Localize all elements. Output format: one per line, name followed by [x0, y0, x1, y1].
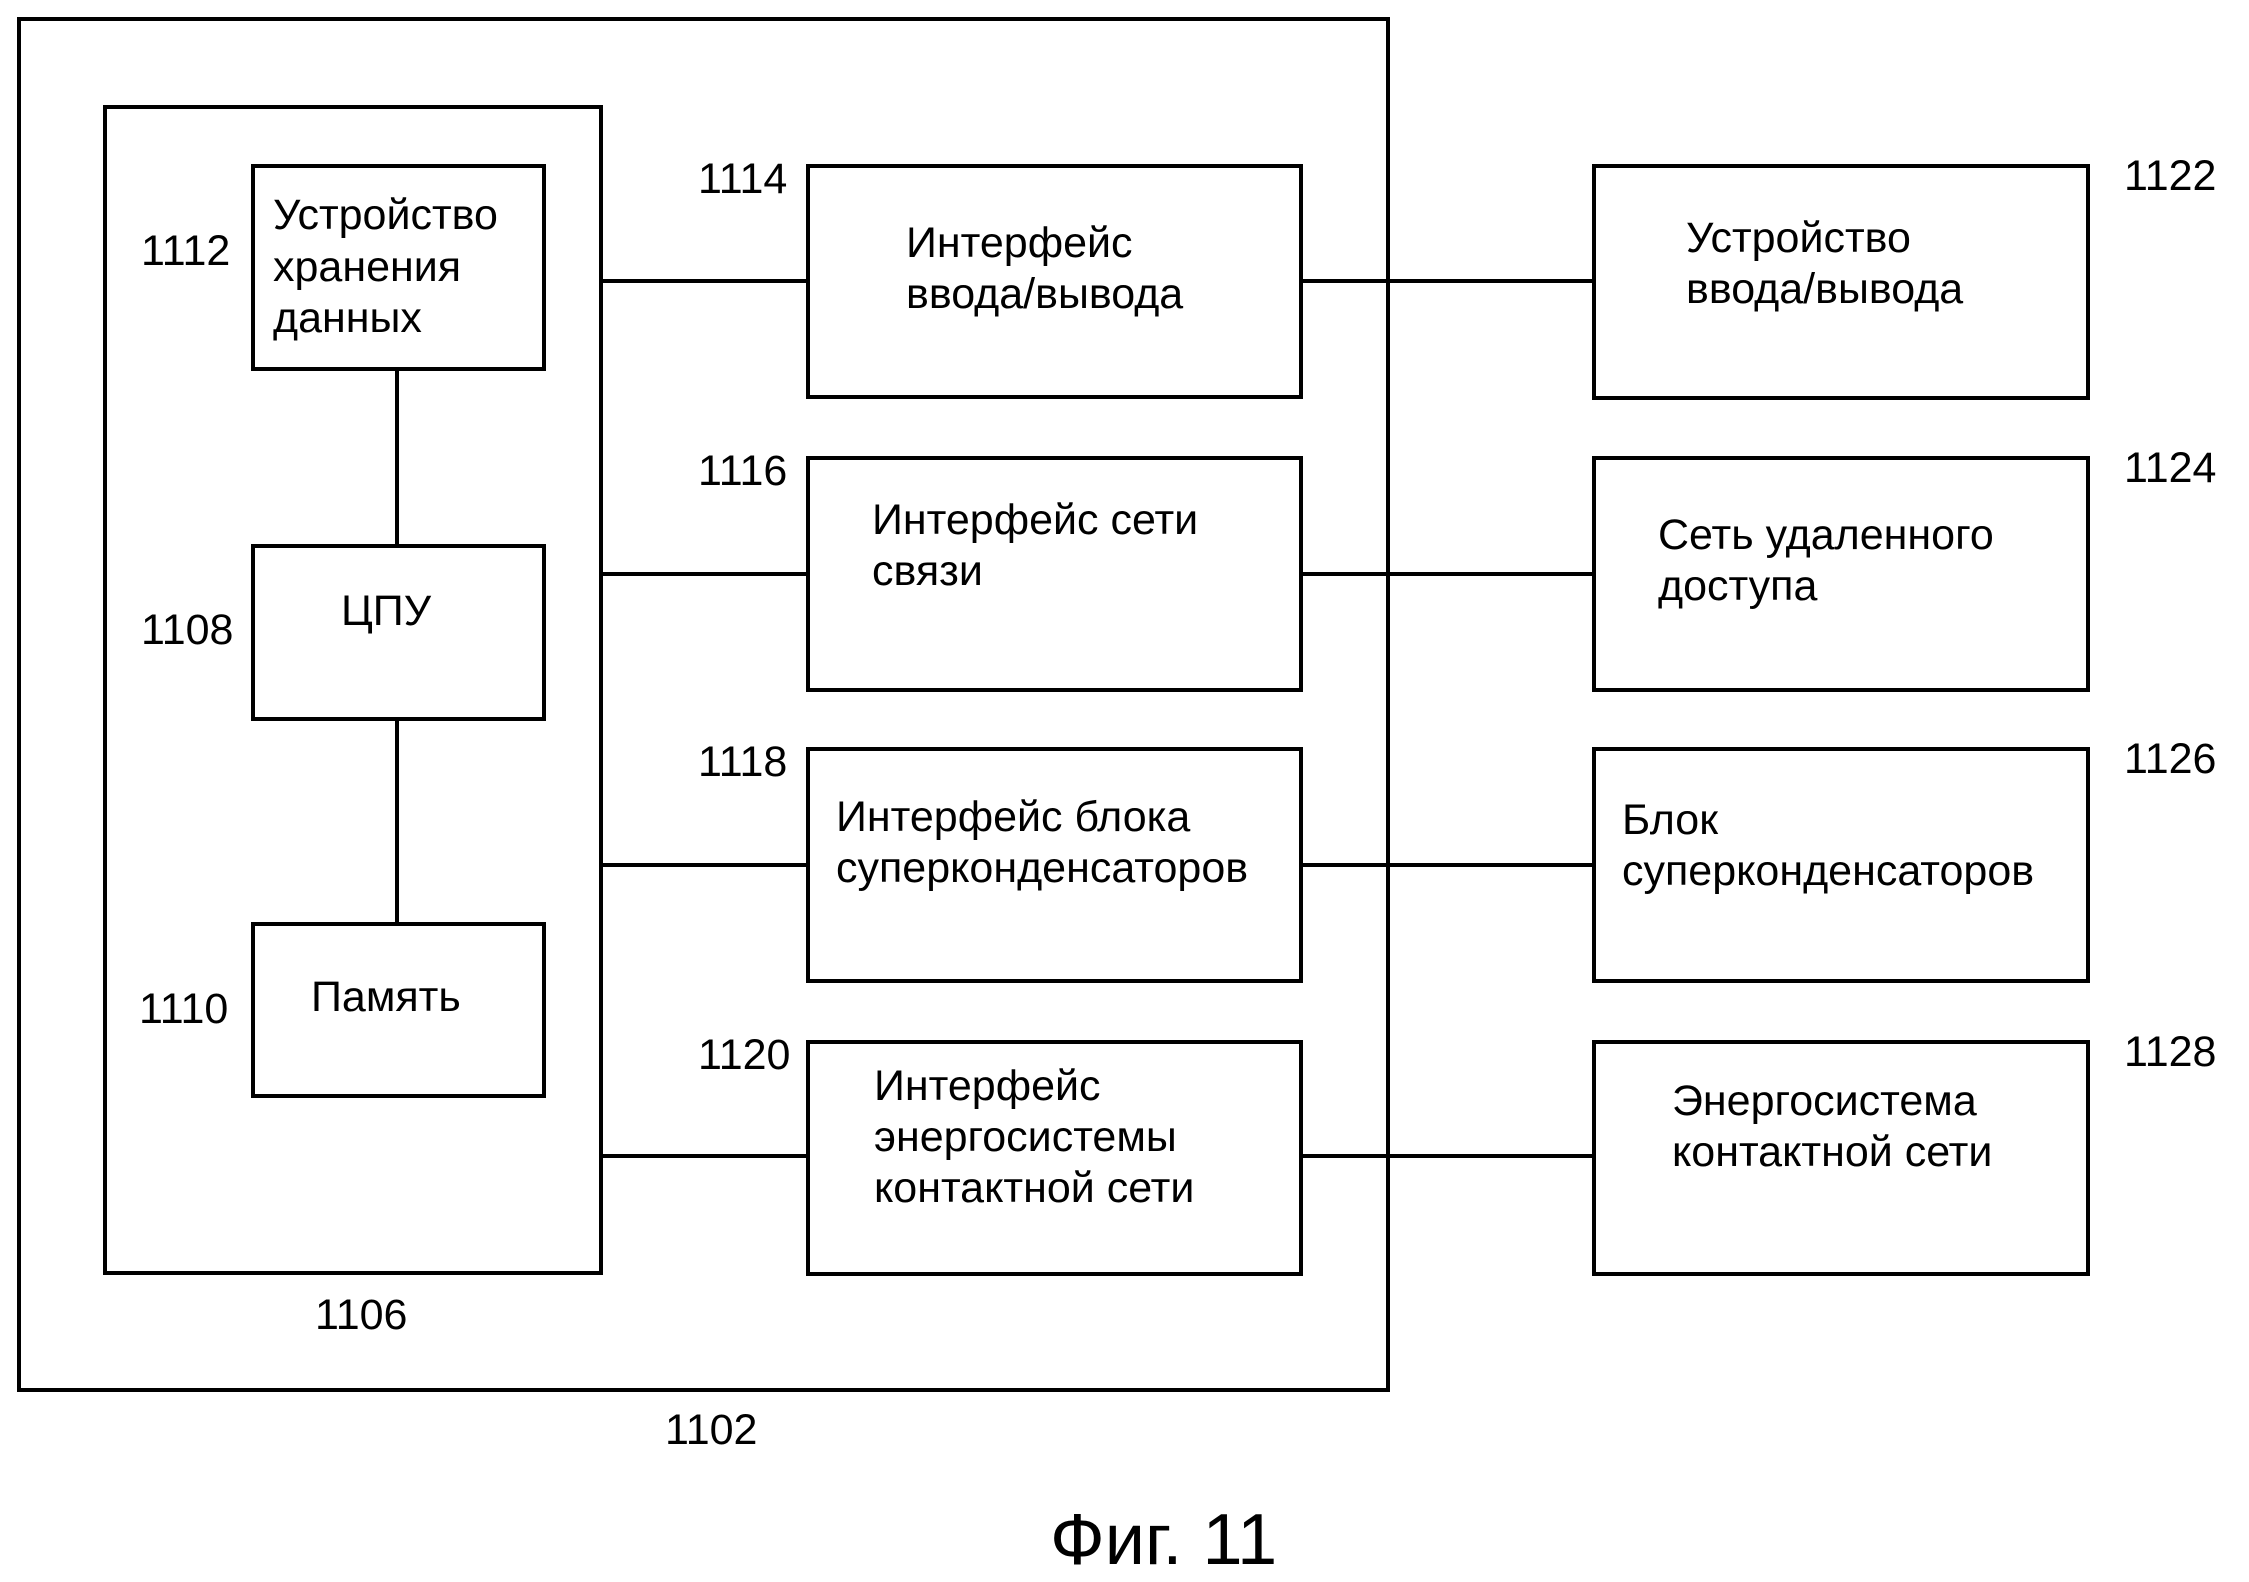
catenary-system-block: Энергосистема контактной сети [1592, 1040, 2090, 1276]
storage-block: Устройство хранения данных [251, 164, 546, 371]
network-interface-block: Интерфейс сети связи [806, 456, 1303, 692]
io-interface-line-1: Интерфейс [906, 219, 1133, 267]
connector-network-interface-remote-network [1299, 572, 1594, 576]
ref-label-1116: 1116 [698, 447, 788, 495]
io-device-line-2: ввода/вывода [1686, 265, 1964, 313]
io-interface-line-2: ввода/вывода [906, 270, 1184, 318]
storage-block-line-2: хранения [273, 243, 462, 291]
ref-label-1106: 1106 [315, 1291, 408, 1339]
catenary-interface-line-2: энергосистемы [874, 1113, 1177, 1161]
remote-network-block: Сеть удаленного доступа [1592, 456, 2090, 692]
figure-caption: Фиг. 11 [1050, 1500, 1278, 1580]
connector-io-interface-io-device [1299, 279, 1594, 283]
cpu-block: ЦПУ [251, 544, 546, 721]
supercap-interface-line-2: суперконденсаторов [836, 844, 1249, 892]
supercap-bank-line-2: суперконденсаторов [1622, 847, 2035, 895]
supercap-bank-block: Блок суперконденсаторов [1592, 747, 2090, 983]
catenary-system-line-1: Энергосистема [1672, 1077, 1977, 1125]
supercap-bank-line-1: Блок [1622, 796, 1719, 844]
ref-label-1118: 1118 [698, 738, 788, 786]
connector-supercap-interface-supercap-bank [1299, 863, 1594, 867]
storage-block-line-3: данных [273, 294, 422, 342]
connector-controller-network-interface [601, 572, 808, 576]
remote-network-line-1: Сеть удаленного [1658, 511, 1994, 559]
ref-label-1112: 1112 [141, 227, 231, 275]
network-interface-line-2: связи [872, 547, 983, 595]
connector-storage-cpu [395, 369, 399, 546]
ref-label-1122: 1122 [2124, 152, 2217, 200]
supercap-interface-line-1: Интерфейс блока [836, 793, 1191, 841]
ref-label-1126: 1126 [2124, 735, 2217, 783]
memory-block-line-1: Память [311, 973, 461, 1021]
io-device-line-1: Устройство [1686, 214, 1911, 262]
ref-label-1120: 1120 [698, 1031, 791, 1079]
connector-controller-supercap-interface [601, 863, 808, 867]
controller-box-1106 [103, 105, 603, 1275]
connector-controller-io-interface [601, 279, 808, 283]
ref-label-1110: 1110 [139, 985, 229, 1033]
network-interface-line-1: Интерфейс сети [872, 496, 1199, 544]
connector-catenary-interface-catenary-system [1299, 1154, 1594, 1158]
catenary-interface-line-1: Интерфейс [874, 1062, 1101, 1110]
io-interface-block: Интерфейс ввода/вывода [806, 164, 1303, 399]
supercap-interface-block: Интерфейс блока суперконденсаторов [806, 747, 1303, 983]
cpu-block-line-1: ЦПУ [341, 587, 432, 635]
catenary-interface-line-3: контактной сети [874, 1164, 1195, 1212]
ref-label-1102: 1102 [665, 1406, 758, 1454]
ref-label-1114: 1114 [698, 155, 788, 203]
io-device-block: Устройство ввода/вывода [1592, 164, 2090, 400]
ref-label-1108: 1108 [141, 606, 234, 654]
connector-controller-catenary-interface [601, 1154, 808, 1158]
connector-cpu-memory [395, 719, 399, 924]
system-box-1102 [17, 17, 1390, 1392]
ref-label-1124: 1124 [2124, 444, 2217, 492]
ref-label-1128: 1128 [2124, 1028, 2217, 1076]
remote-network-line-2: доступа [1658, 562, 1818, 610]
memory-block: Память [251, 922, 546, 1098]
catenary-interface-block: Интерфейс энергосистемы контактной сети [806, 1040, 1303, 1276]
catenary-system-line-2: контактной сети [1672, 1128, 1993, 1176]
storage-block-line-1: Устройство [273, 191, 498, 239]
